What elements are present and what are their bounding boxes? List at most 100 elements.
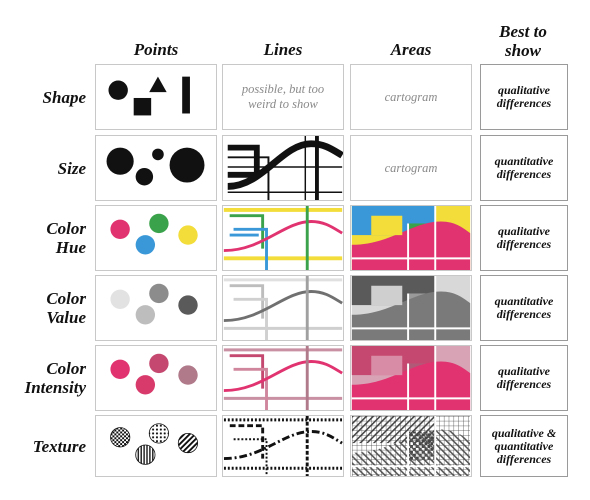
best-color-value: quantitative differences (480, 275, 568, 341)
points-intensity-cell (95, 345, 217, 411)
point-texture-checker (110, 427, 131, 448)
best-texture-text: qualitative & quantitative differences (491, 425, 557, 466)
lines-shape-cell: possible, but too weird to show (222, 64, 344, 130)
areas-size-cell: cartogram (350, 135, 472, 201)
lines-hue-graphic (223, 206, 343, 270)
line-intensity-frame (229, 354, 265, 389)
areas-value-graphic (351, 276, 471, 340)
points-texture-graphic (110, 423, 198, 465)
point-hue-green (149, 213, 169, 234)
area-texture-curve (351, 429, 471, 476)
row-label-shape: Shape (42, 87, 86, 107)
point-size-small (152, 148, 164, 161)
line-hue-green-frame (229, 214, 265, 249)
areas-hue-graphic (351, 206, 471, 270)
points-hue-graphic (110, 213, 198, 255)
best-size-text: quantitative differences (494, 154, 554, 181)
best-color-intensity-text: qualitative differences (496, 364, 552, 391)
point-hue-pink (110, 219, 130, 239)
point-texture-dots (148, 423, 169, 444)
point-value-lightest (110, 289, 130, 309)
lines-shape-note: possible, but too weird to show (241, 82, 325, 111)
points-value-graphic (110, 283, 198, 325)
area-value-dividers (351, 276, 471, 340)
area-hue-yellow-patch (371, 215, 403, 236)
areas-hue-cell (350, 205, 472, 271)
area-texture-dividers (351, 416, 471, 476)
points-value-cell (95, 275, 217, 341)
row-label-texture: Texture (32, 436, 86, 456)
areas-intensity-graphic (351, 346, 471, 410)
point-size-xlarge (169, 147, 205, 183)
line-hue-blue (233, 227, 268, 270)
point-square (133, 97, 152, 116)
row-label-color-value: Color Value (46, 289, 86, 327)
line-curve (227, 140, 343, 190)
best-color-hue: qualitative differences (480, 205, 568, 271)
point-circle (108, 80, 128, 100)
point-texture-diagonal (177, 433, 198, 454)
row-label-color-hue: Color Hue (46, 219, 86, 257)
point-texture-stripes (135, 444, 156, 465)
points-texture-cell (95, 415, 217, 477)
areas-value-cell (350, 275, 472, 341)
line-medium (227, 156, 270, 200)
point-size-large (106, 147, 134, 175)
best-shape: qualitative differences (480, 64, 568, 130)
point-value-dark (178, 295, 198, 315)
line-texture-dashed-frame (229, 424, 265, 459)
row-label-size: Size (57, 158, 86, 178)
lines-texture-cell (222, 415, 344, 477)
lines-size-cell (222, 135, 344, 201)
line-texture-dashdot-curve (223, 430, 343, 461)
point-intensity-weak (178, 365, 198, 385)
areas-texture-cell (350, 415, 472, 477)
areas-shape-cell: cartogram (350, 64, 472, 130)
column-header-points: Points (133, 40, 179, 59)
best-color-value-text: quantitative differences (494, 294, 554, 321)
point-intensity-strong (110, 359, 130, 379)
point-hue-yellow (178, 225, 198, 245)
areas-shape-note: cartogram (384, 89, 438, 104)
lines-value-graphic (223, 276, 343, 340)
best-texture: qualitative & quantitative differences (480, 415, 568, 477)
point-intensity-strong-2 (135, 375, 156, 395)
areas-intensity-cell (350, 345, 472, 411)
point-size-medium (135, 168, 154, 186)
lines-value-cell (222, 275, 344, 341)
area-intensity-dividers (351, 346, 471, 410)
line-thick-frame (227, 144, 260, 178)
best-size: quantitative differences (480, 135, 568, 201)
point-bar (182, 76, 190, 114)
point-triangle (149, 76, 167, 93)
points-size-cell (95, 135, 217, 201)
area-intensity-light-patch (371, 355, 403, 376)
area-hue-dividers (351, 206, 471, 270)
points-hue-cell (95, 205, 217, 271)
line-value-mid (233, 297, 268, 340)
column-header-best-to-show: Best to show (499, 22, 547, 60)
best-shape-text: qualitative differences (496, 83, 552, 110)
areas-texture-graphic (351, 416, 471, 476)
best-color-hue-text: qualitative differences (496, 224, 552, 251)
line-intensity-curve (223, 360, 343, 393)
points-shape-cell (95, 64, 217, 130)
points-size-graphic (106, 147, 205, 186)
points-shape-graphic (108, 76, 190, 116)
lines-intensity-graphic (223, 346, 343, 410)
points-intensity-graphic (110, 353, 198, 395)
point-value-light (135, 305, 156, 325)
lines-size-graphic (227, 136, 343, 200)
row-label-color-intensity: Color Intensity (24, 359, 86, 397)
point-hue-blue (135, 235, 156, 255)
column-header-lines: Lines (263, 40, 303, 59)
lines-texture-graphic (223, 416, 343, 476)
line-intensity-mid (233, 367, 268, 410)
area-value-light-patch (371, 285, 403, 306)
line-value-frame (229, 284, 265, 319)
line-value-curve (223, 290, 343, 323)
point-intensity-mid (149, 353, 169, 374)
point-value-mid (149, 283, 169, 304)
column-header-areas: Areas (390, 40, 432, 59)
best-color-intensity: qualitative differences (480, 345, 568, 411)
